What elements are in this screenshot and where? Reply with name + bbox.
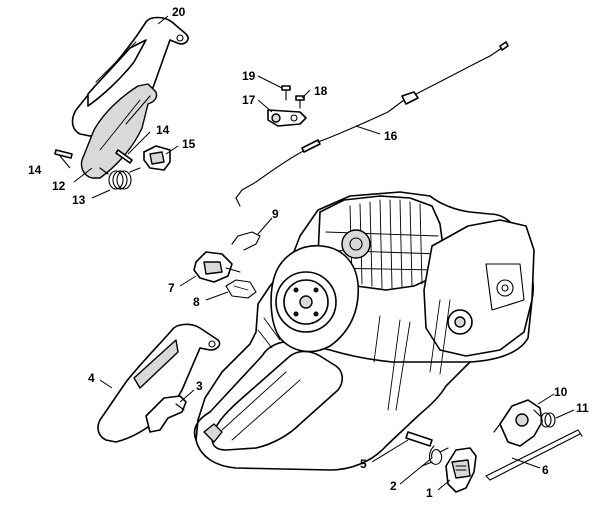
callout-7: 7: [168, 281, 175, 295]
part-1-switch-lever: [445, 447, 477, 493]
parts-17-19-lever-screws: [267, 85, 307, 127]
clutch-cover: [373, 219, 535, 411]
callout-14-right: 14: [156, 123, 170, 137]
callout-20: 20: [172, 5, 186, 19]
callout-9: 9: [272, 207, 279, 221]
callout-4: 4: [88, 371, 95, 385]
part-5-pin: [405, 431, 433, 447]
callout-17: 17: [242, 93, 256, 107]
callout-16: 16: [384, 129, 398, 143]
part-10-choke-lever: [493, 399, 543, 447]
callout-13: 13: [72, 193, 86, 207]
callout-14-left: 14: [28, 163, 42, 177]
part-13-torsion-spring: [99, 167, 141, 190]
callout-labels: 1 2 3 4 5 6 7 8 9 10 11 12 13 14 14 15 1…: [28, 5, 589, 500]
part-3-lock-out: [145, 395, 187, 433]
flywheel-cover: [257, 245, 360, 353]
part-11-spring: [533, 409, 556, 428]
callout-10: 10: [554, 385, 568, 399]
callout-19: 19: [242, 69, 256, 83]
part-15-lever: [143, 145, 171, 171]
part-12-handle-frame: [80, 83, 158, 179]
callout-8: 8: [193, 295, 200, 309]
callout-5: 5: [360, 457, 367, 471]
callout-18: 18: [314, 84, 328, 98]
part-9-wire-link: [231, 231, 261, 251]
part-6-shaft: [485, 429, 583, 481]
callout-6: 6: [542, 463, 549, 477]
callout-3: 3: [196, 379, 203, 393]
part-7-throttle-lever: [193, 251, 241, 283]
leader-lines: [59, 15, 575, 491]
callout-11: 11: [576, 401, 589, 415]
callout-1: 1: [426, 486, 433, 500]
callout-15: 15: [182, 137, 196, 151]
part-14-pins: [54, 149, 133, 164]
callout-2: 2: [390, 479, 397, 493]
part-8-spring-clip: [225, 279, 257, 299]
callout-12: 12: [52, 179, 66, 193]
